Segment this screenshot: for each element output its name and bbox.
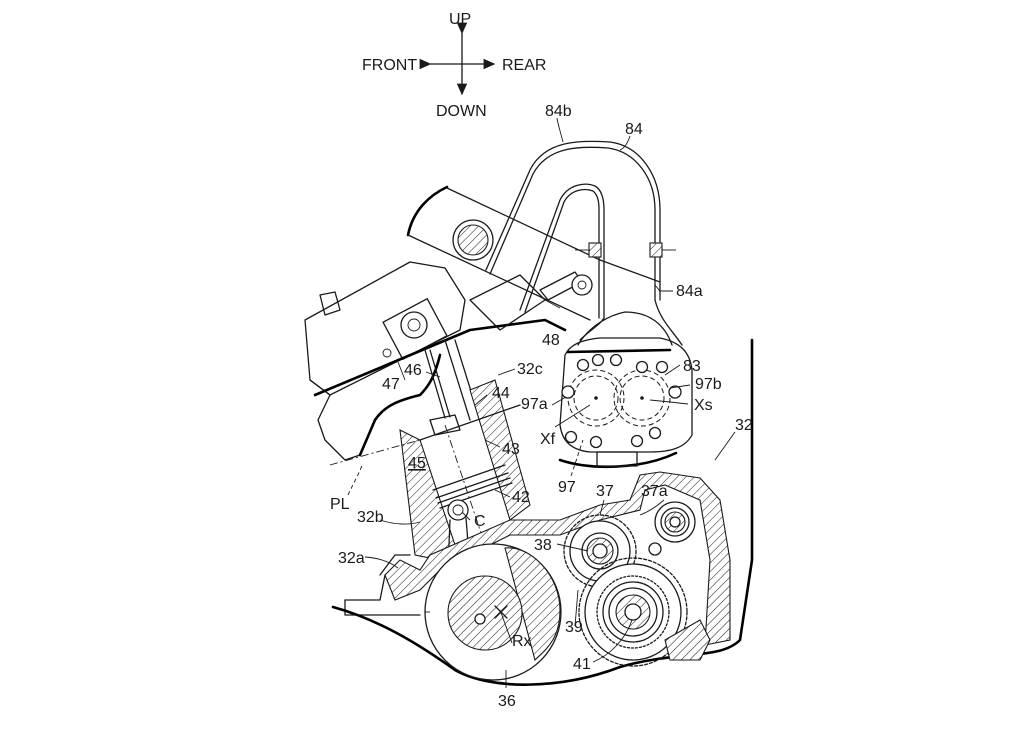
reference-labels: 84b 84 84a 48 83 97b 97a Xs Xf 32 32c 46… — [330, 103, 753, 710]
crankcase — [331, 338, 754, 686]
exhaust-pipe — [485, 140, 683, 346]
label-down: DOWN — [436, 103, 487, 120]
orientation-compass: UP DOWN FRONT REAR — [362, 11, 546, 120]
exhaust-flange — [558, 311, 693, 469]
label-42: 42 — [512, 489, 530, 506]
label-32: 32 — [735, 417, 753, 434]
label-36: 36 — [498, 693, 516, 710]
label-39: 39 — [565, 619, 583, 636]
label-97: 97 — [558, 479, 576, 496]
label-83: 83 — [683, 358, 701, 375]
label-front: FRONT — [362, 57, 417, 74]
label-84b: 84b — [545, 103, 572, 120]
label-C: C — [474, 513, 486, 530]
label-44: 44 — [492, 385, 510, 402]
label-84: 84 — [625, 121, 643, 138]
label-97b: 97b — [695, 376, 722, 393]
label-43: 43 — [502, 441, 520, 458]
leader-lines — [347, 117, 736, 688]
label-Xs: Xs — [694, 397, 713, 414]
label-84a: 84a — [676, 283, 703, 300]
label-45: 45 — [408, 455, 426, 472]
label-38: 38 — [534, 537, 552, 554]
label-37: 37 — [596, 483, 614, 500]
label-97a: 97a — [521, 396, 548, 413]
label-PL: PL — [330, 496, 350, 513]
label-Rx: Rx — [512, 633, 532, 650]
label-37a: 37a — [641, 483, 668, 500]
cylinder-block — [329, 349, 531, 571]
cylinder-head — [304, 261, 567, 461]
label-Xf: Xf — [540, 431, 556, 448]
label-47: 47 — [382, 376, 400, 393]
label-48: 48 — [542, 332, 560, 349]
label-32b: 32b — [357, 509, 384, 526]
label-41: 41 — [573, 656, 591, 673]
frame-member — [406, 185, 661, 321]
label-46: 46 — [404, 362, 422, 379]
label-32a: 32a — [338, 550, 365, 567]
label-32c: 32c — [517, 361, 543, 378]
label-up: UP — [449, 11, 471, 28]
label-rear: REAR — [502, 57, 546, 74]
